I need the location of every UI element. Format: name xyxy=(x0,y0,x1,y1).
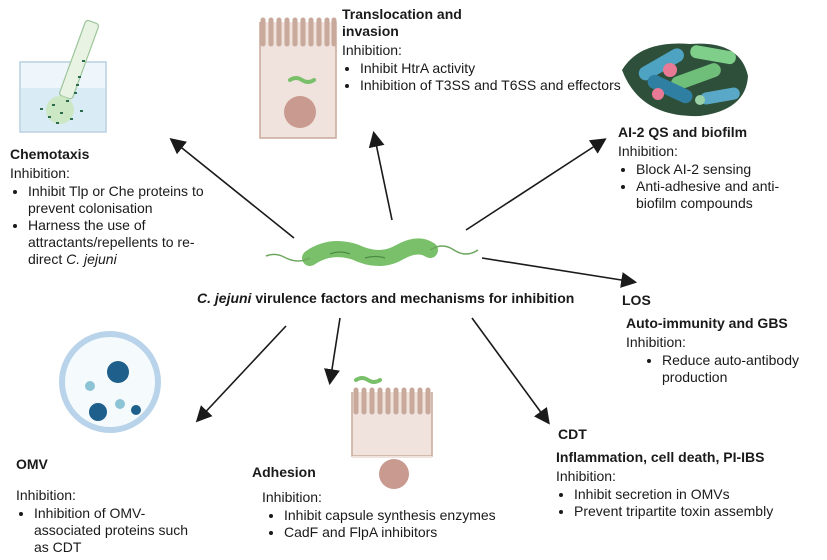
list-item: Block AI-2 sensing xyxy=(636,161,818,178)
arrow-to-ai2 xyxy=(465,138,607,231)
los-inhibition-label: Inhibition: xyxy=(626,334,686,350)
list-item: Harness the use of attractants/repellent… xyxy=(28,217,210,268)
arrow-to-translocation xyxy=(368,130,393,221)
list-item: Inhibition of OMV-associated proteins su… xyxy=(34,505,204,556)
omv-block: OMV Inhibition: Inhibition of OMV-associ… xyxy=(16,456,216,556)
arrow-to-adhesion xyxy=(324,317,341,386)
translocation-inhibition-label: Inhibition: xyxy=(342,42,402,58)
cdt-subtitle: Inflammation, cell death, PI-IBS xyxy=(556,449,765,465)
omv-inhibition-label: Inhibition: xyxy=(16,487,76,503)
arrow-to-omv xyxy=(195,325,287,423)
chemotaxis-inhibition-label: Inhibition: xyxy=(10,165,70,181)
list-item: Inhibit secretion in OMVs xyxy=(574,486,824,503)
arrow-to-chemotaxis xyxy=(169,137,295,239)
chemotaxis-list: Inhibit Tlp or Che proteins to prevent c… xyxy=(10,183,210,268)
chemotaxis-block: Chemotaxis Inhibition: Inhibit Tlp or Ch… xyxy=(10,146,210,268)
intestinal-cell-icon xyxy=(259,17,337,139)
los-subtitle: Auto-immunity and GBS xyxy=(626,315,788,331)
los-title: LOS xyxy=(622,292,651,308)
adhesion-inhibition-label: Inhibition: xyxy=(262,489,322,505)
omv-title: OMV xyxy=(16,456,48,472)
list-item: Inhibition of T3SS and T6SS and effector… xyxy=(360,77,622,94)
adhesion-cell-icon xyxy=(351,376,433,489)
arrow-to-cdt xyxy=(471,317,550,425)
chemotaxis-title: Chemotaxis xyxy=(10,146,90,162)
central-label: C. jejuni virulence factors and mechanis… xyxy=(197,290,574,306)
translocation-list: Inhibit HtrA activity Inhibition of T3SS… xyxy=(342,60,622,94)
translocation-title: Translocation and invasion xyxy=(342,6,462,39)
list-item: Prevent tripartite toxin assembly xyxy=(574,503,824,520)
ai2-title: AI-2 QS and biofilm xyxy=(618,124,748,140)
omv-vesicle-icon xyxy=(59,331,161,433)
los-list: Reduce auto-antibody production xyxy=(622,352,822,386)
ai2-inhibition-label: Inhibition: xyxy=(618,143,678,159)
arrow-to-los xyxy=(481,257,638,288)
cdt-inhibition-label: Inhibition: xyxy=(556,468,616,484)
central-species: C. jejuni xyxy=(197,290,252,306)
campylobacter-bacterium-icon xyxy=(265,238,479,266)
arrows xyxy=(169,130,638,425)
ai2-list: Block AI-2 sensing Anti-adhesive and ant… xyxy=(618,161,818,212)
los-block: LOS Auto-immunity and GBS Inhibition: Re… xyxy=(622,292,822,386)
chemotaxis-species: C. jejuni xyxy=(66,251,117,267)
beaker-icon xyxy=(19,19,107,133)
list-item: CadF and FlpA inhibitors xyxy=(284,524,552,541)
adhesion-list: Inhibit capsule synthesis enzymes CadF a… xyxy=(252,507,552,541)
list-item: Inhibit capsule synthesis enzymes xyxy=(284,507,552,524)
cdt-block: CDT Inflammation, cell death, PI-IBS Inh… xyxy=(556,426,824,520)
cdt-title: CDT xyxy=(558,426,587,442)
cdt-list: Inhibit secretion in OMVs Prevent tripar… xyxy=(556,486,824,520)
biofilm-icon xyxy=(622,43,748,117)
list-item: Inhibit Tlp or Che proteins to prevent c… xyxy=(28,183,210,217)
adhesion-title: Adhesion xyxy=(252,464,316,480)
list-item: Anti-adhesive and anti-biofilm compounds xyxy=(636,178,818,212)
omv-list: Inhibition of OMV-associated proteins su… xyxy=(16,505,204,556)
ai2-block: AI-2 QS and biofilm Inhibition: Block AI… xyxy=(618,124,818,212)
list-item: Inhibit HtrA activity xyxy=(360,60,622,77)
central-label-text: virulence factors and mechanisms for inh… xyxy=(251,290,575,306)
chemotaxis-item-text: Harness the use of attractants/repellent… xyxy=(28,217,195,267)
adhesion-block: Adhesion Inhibition: Inhibit capsule syn… xyxy=(252,464,552,541)
translocation-block: Translocation and invasion Inhibition: I… xyxy=(342,6,622,94)
list-item: Reduce auto-antibody production xyxy=(662,352,822,386)
